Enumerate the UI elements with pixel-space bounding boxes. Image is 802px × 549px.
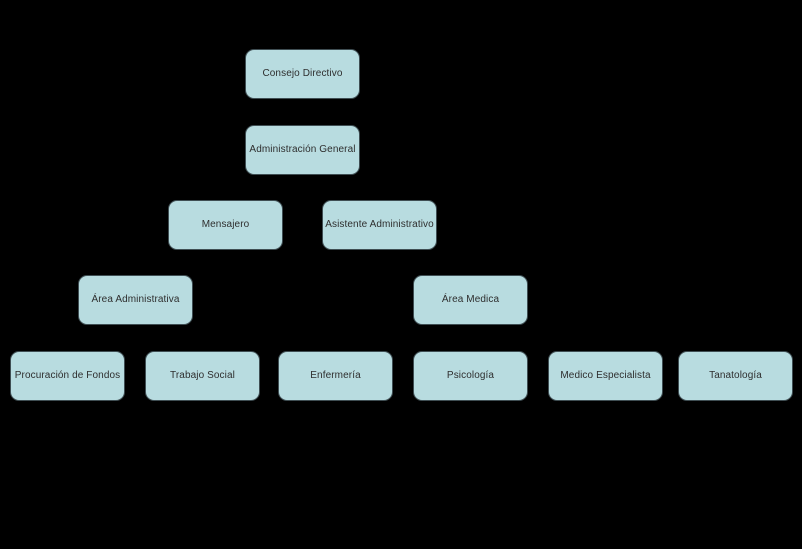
org-node-label: Enfermería	[310, 370, 361, 382]
org-node-asistente-administrativo: Asistente Administrativo	[322, 200, 437, 250]
org-node-consejo-directivo: Consejo Directivo	[245, 49, 360, 99]
org-node-medico-especialista: Medico Especialista	[548, 351, 663, 401]
org-node-label: Procuración de Fondos	[14, 370, 121, 382]
org-node-tanatologia: Tanatología	[678, 351, 793, 401]
org-node-label: Psicología	[446, 370, 495, 382]
org-node-label: Medico Especialista	[560, 370, 651, 382]
org-node-enfermeria: Enfermería	[278, 351, 393, 401]
org-node-label: Trabajo Social	[170, 370, 235, 382]
org-node-psicologia: Psicología	[413, 351, 528, 401]
org-node-mensajero: Mensajero	[168, 200, 283, 250]
org-node-trabajo-social: Trabajo Social	[145, 351, 260, 401]
org-node-label: Área Administrativa	[91, 294, 180, 306]
org-node-label: Administración General	[249, 144, 356, 156]
org-node-administracion-general: Administración General	[245, 125, 360, 175]
org-node-label: Mensajero	[201, 219, 250, 231]
org-node-label: Tanatología	[709, 370, 762, 382]
org-node-label: Área Medica	[441, 294, 500, 306]
org-node-area-medica: Área Medica	[413, 275, 528, 325]
org-node-label: Consejo Directivo	[262, 68, 343, 80]
org-node-procuracion-de-fondos: Procuración de Fondos	[10, 351, 125, 401]
org-node-area-administrativa: Área Administrativa	[78, 275, 193, 325]
org-node-label: Asistente Administrativo	[325, 219, 434, 231]
